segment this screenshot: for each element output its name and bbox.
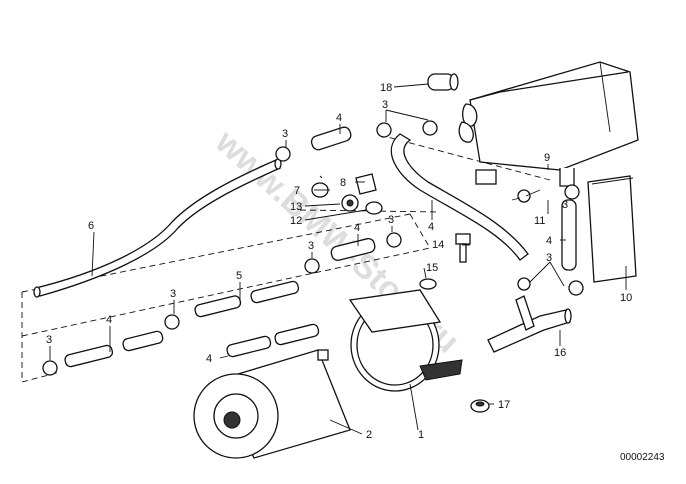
callout-3-right: 3	[562, 199, 568, 211]
callout-13: 13	[290, 201, 302, 213]
connector-16	[487, 295, 572, 353]
callout-14: 14	[432, 239, 444, 251]
small-parts-7-8-12-13	[311, 173, 383, 215]
callout-3-left: 3	[282, 128, 288, 140]
reservoir-9	[458, 61, 639, 187]
callout-8: 8	[340, 177, 346, 189]
callout-9: 9	[544, 152, 550, 164]
leader-lines	[49, 83, 627, 435]
callout-10: 10	[620, 292, 632, 304]
callout-3-top: 3	[382, 99, 388, 111]
callout-7: 7	[294, 185, 300, 197]
callout-4-mid: 4	[428, 221, 434, 233]
callout-labels: 18 3 4 3 9 7 8 3 13 12 11 6 4 3 4 4 14 3…	[46, 82, 632, 441]
callout-4-right: 4	[546, 235, 552, 247]
callout-3-low: 3	[170, 288, 176, 300]
clamps-3	[42, 120, 584, 376]
callout-1: 1	[418, 429, 424, 441]
drawing-number: 00002243	[620, 452, 665, 463]
callout-15: 15	[426, 262, 438, 274]
callout-3-far: 3	[46, 334, 52, 346]
pad-10	[587, 175, 637, 283]
pump-2	[193, 349, 351, 459]
callout-4-bottom: 4	[206, 353, 212, 365]
callout-3-mid: 3	[388, 214, 394, 226]
middle-hose-row	[64, 280, 320, 368]
callout-6: 6	[88, 220, 94, 232]
callout-4-top: 4	[336, 112, 342, 124]
callout-18: 18	[380, 82, 392, 94]
callout-5: 5	[236, 270, 242, 282]
cap-18	[427, 73, 459, 91]
callout-3-pump: 3	[546, 252, 552, 264]
washer-15-grommet-17	[419, 278, 490, 413]
bracket-1	[348, 289, 463, 392]
callout-4-row: 4	[354, 222, 360, 234]
hose-long	[33, 158, 282, 298]
hose-4-upper	[310, 126, 577, 271]
callout-16: 16	[554, 347, 566, 359]
callout-4-low: 4	[106, 314, 112, 326]
callout-3-row: 3	[308, 240, 314, 252]
callout-11: 11	[534, 215, 545, 227]
callout-12: 12	[290, 215, 302, 227]
callout-2: 2	[366, 429, 372, 441]
callout-17: 17	[498, 399, 510, 411]
bolts-11-14	[455, 189, 531, 263]
